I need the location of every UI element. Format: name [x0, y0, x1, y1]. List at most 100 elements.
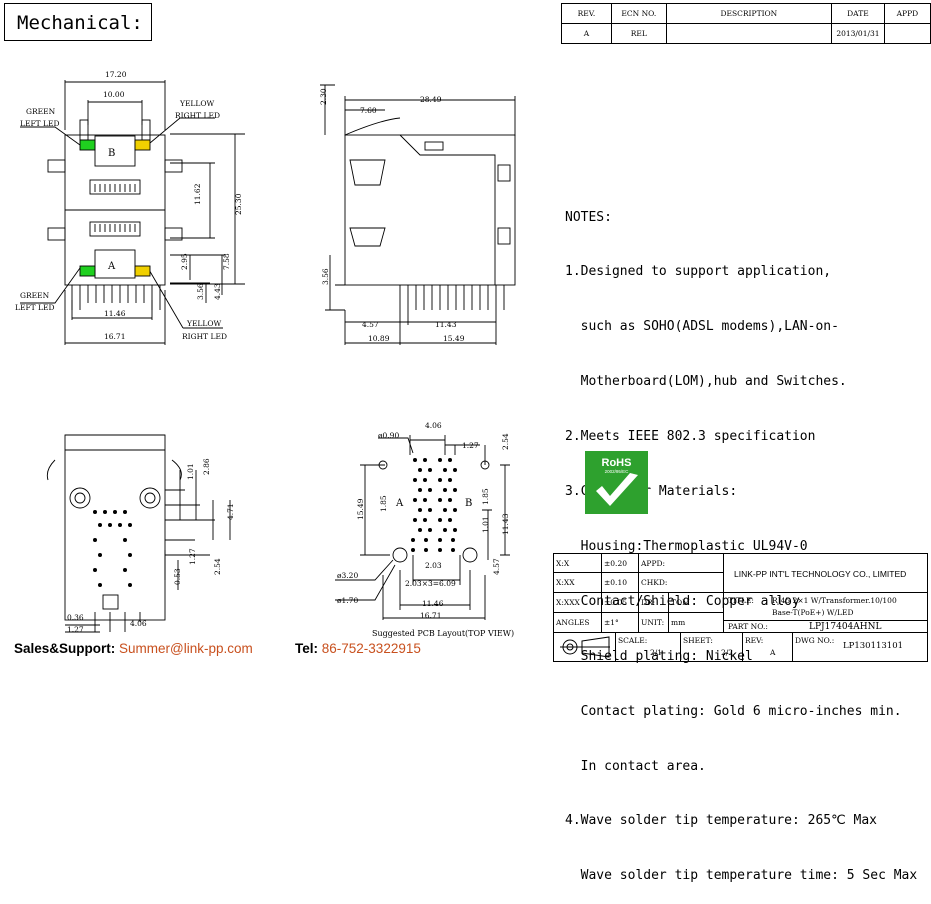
- tol-xx-val: ±0.10: [602, 573, 639, 593]
- notes-line: In contact area.: [565, 758, 706, 774]
- label-green-bottom: GREEN: [20, 291, 50, 300]
- dim-bottom-254: 2.54: [213, 558, 222, 575]
- pcb-label-b: B: [465, 498, 472, 509]
- rohs-sub: 2002/95/EC: [604, 469, 629, 474]
- port-b-label: B: [108, 148, 115, 159]
- bottom-view: [46, 434, 231, 633]
- projection-symbol: [554, 633, 616, 662]
- label-left-led-top: LEFT LED: [20, 119, 60, 128]
- dim-bottom-406: 4.06: [130, 619, 147, 628]
- dim-bottom-127: 1.27: [188, 548, 197, 565]
- dim-bottom-286: 2.86: [202, 458, 211, 475]
- dim-front-1146: 11.46: [104, 309, 126, 318]
- checkmark-icon: [596, 473, 638, 506]
- dim-bottom-036: 0.36: [67, 613, 84, 622]
- company-name: LINK-PP INT'L TECHNOLOGY CO., LIMITED: [724, 554, 928, 593]
- dim-side-356: 3.56: [321, 268, 330, 285]
- tol-xxx: X:XXX: [554, 593, 602, 613]
- notes-line: such as SOHO(ADSL modems),LAN-on-: [565, 319, 839, 335]
- sales-label: Sales&Support:: [14, 641, 116, 656]
- dim-bottom-053: 0.53: [173, 568, 182, 585]
- dim-side-1143: 11.43: [435, 320, 457, 329]
- notes-line: Motherboard(LOM),hub and Switches.: [565, 374, 847, 390]
- rev-label: REV:: [745, 636, 764, 645]
- side-view: [320, 84, 516, 345]
- dim-front-295: 2.95: [180, 253, 189, 270]
- dim-pcb-203: 2.03: [425, 561, 442, 570]
- dwg-cell: DWG NO.: LP130113101: [793, 633, 928, 662]
- revision-table: REV. ECN NO. DESCRIPTION DATE APPD A REL…: [561, 3, 931, 44]
- dim-front-443: 4.43: [213, 283, 222, 300]
- sheet-val: 2/2: [721, 648, 734, 657]
- dim-front-height-total: 25.30: [234, 193, 243, 215]
- dim-front-width-top: 17.20: [105, 70, 127, 79]
- dim-pcb-185b: 1.85: [481, 488, 490, 505]
- dim-pcb-1671: 16.71: [420, 611, 441, 620]
- dim-pcb-457: 4.57: [492, 558, 501, 575]
- rev-value: A: [561, 23, 612, 44]
- sheet-label: SHEET:: [683, 636, 713, 645]
- dim-bottom-471: 4.71: [226, 503, 235, 520]
- appd-value: [883, 23, 931, 44]
- date-value: 2013/01/31: [831, 23, 885, 44]
- dim-pcb-406: 4.06: [425, 421, 442, 430]
- dr-val: TOM: [669, 593, 724, 613]
- dim-pcb-185a: 1.85: [379, 495, 388, 512]
- rev-cell: REV: A: [743, 633, 793, 662]
- angles: ANGLES: [554, 613, 602, 633]
- third-angle-projection-icon: [560, 636, 610, 658]
- telephone: Tel: 86-752-3322915: [295, 641, 421, 656]
- led-yellow-top: [134, 139, 151, 151]
- scale-val: 2/1: [650, 648, 663, 657]
- dim-pcb-phi-170: ø1.70: [337, 596, 358, 605]
- description-value: [665, 23, 833, 44]
- notes-heading: NOTES:: [565, 209, 612, 225]
- dim-front-1671: 16.71: [104, 332, 125, 341]
- dim-pcb-203x3: 2.03×3=6.09: [405, 579, 456, 588]
- dim-pcb-101: 1.01: [481, 516, 490, 533]
- rohs-text: RoHS: [601, 457, 632, 469]
- title-label: TITLE:: [728, 596, 754, 605]
- dwg-val: LP130113101: [843, 641, 904, 651]
- dim-pcb-1549: 15.49: [356, 498, 365, 520]
- pcb-label-a: A: [395, 498, 404, 509]
- scale-cell: SCALE: 2/1: [616, 633, 681, 662]
- label-right-led-bottom: RIGHT LED: [182, 332, 227, 341]
- port-a-label: A: [107, 261, 116, 272]
- label-left-led-bottom: LEFT LED: [15, 303, 55, 312]
- appd-field: APPD:: [639, 554, 724, 573]
- appd-header: APPD: [883, 3, 931, 24]
- sales-email-link[interactable]: Summer@link-pp.com: [119, 641, 253, 656]
- sales-support: Sales&Support: Summer@link-pp.com: [14, 641, 253, 656]
- label-green-top: GREEN: [26, 107, 56, 116]
- rev-val: A: [770, 648, 776, 657]
- title-line1: RJ45 2×1 W/Transformer.10/100: [772, 596, 897, 605]
- dr-field: DR:: [639, 593, 669, 613]
- title-block: X:X ±0.20 APPD: X:XX ±0.10 CHKD: X:XXX ±…: [553, 553, 928, 662]
- label-yellow-top: YELLOW: [179, 99, 215, 108]
- rohs-badge: RoHS 2002/95/EC: [585, 451, 648, 514]
- dim-front-758: 7.58: [222, 253, 231, 270]
- dim-side-230: 2.30: [319, 88, 328, 105]
- sheet-cell: SHEET: 2/2: [681, 633, 743, 662]
- dim-pcb-254: 2.54: [501, 433, 510, 450]
- dim-pcb-1146: 11.46: [422, 599, 444, 608]
- tel-label: Tel:: [295, 641, 318, 656]
- unit-field: UNIT:: [639, 613, 669, 633]
- tol-xxx-val: ±0.05: [602, 593, 639, 613]
- led-green-top: [79, 139, 96, 151]
- dim-front-356: 3.56: [196, 283, 205, 300]
- led-green-bottom: [79, 265, 96, 277]
- dim-side-457: 4.57: [362, 320, 379, 329]
- dim-pcb-127: 1.27: [462, 441, 479, 450]
- page-title: Mechanical:: [4, 3, 152, 41]
- notes-line: 1.Designed to support application,: [565, 264, 832, 280]
- dim-front-width-inner: 10.00: [103, 90, 125, 99]
- notes-line: Contact plating: Gold 6 micro-inches min…: [565, 703, 902, 719]
- tol-x: X:X: [554, 554, 602, 573]
- dim-side-1089: 10.89: [368, 334, 390, 343]
- pcb-holes: [411, 458, 457, 552]
- tel-value: 86-752-3322915: [321, 641, 421, 656]
- notes-line: Wave solder tip temperature time: 5 Sec …: [565, 868, 918, 884]
- part-no-cell: PART NO.: LPJ17404AHNL: [724, 621, 928, 633]
